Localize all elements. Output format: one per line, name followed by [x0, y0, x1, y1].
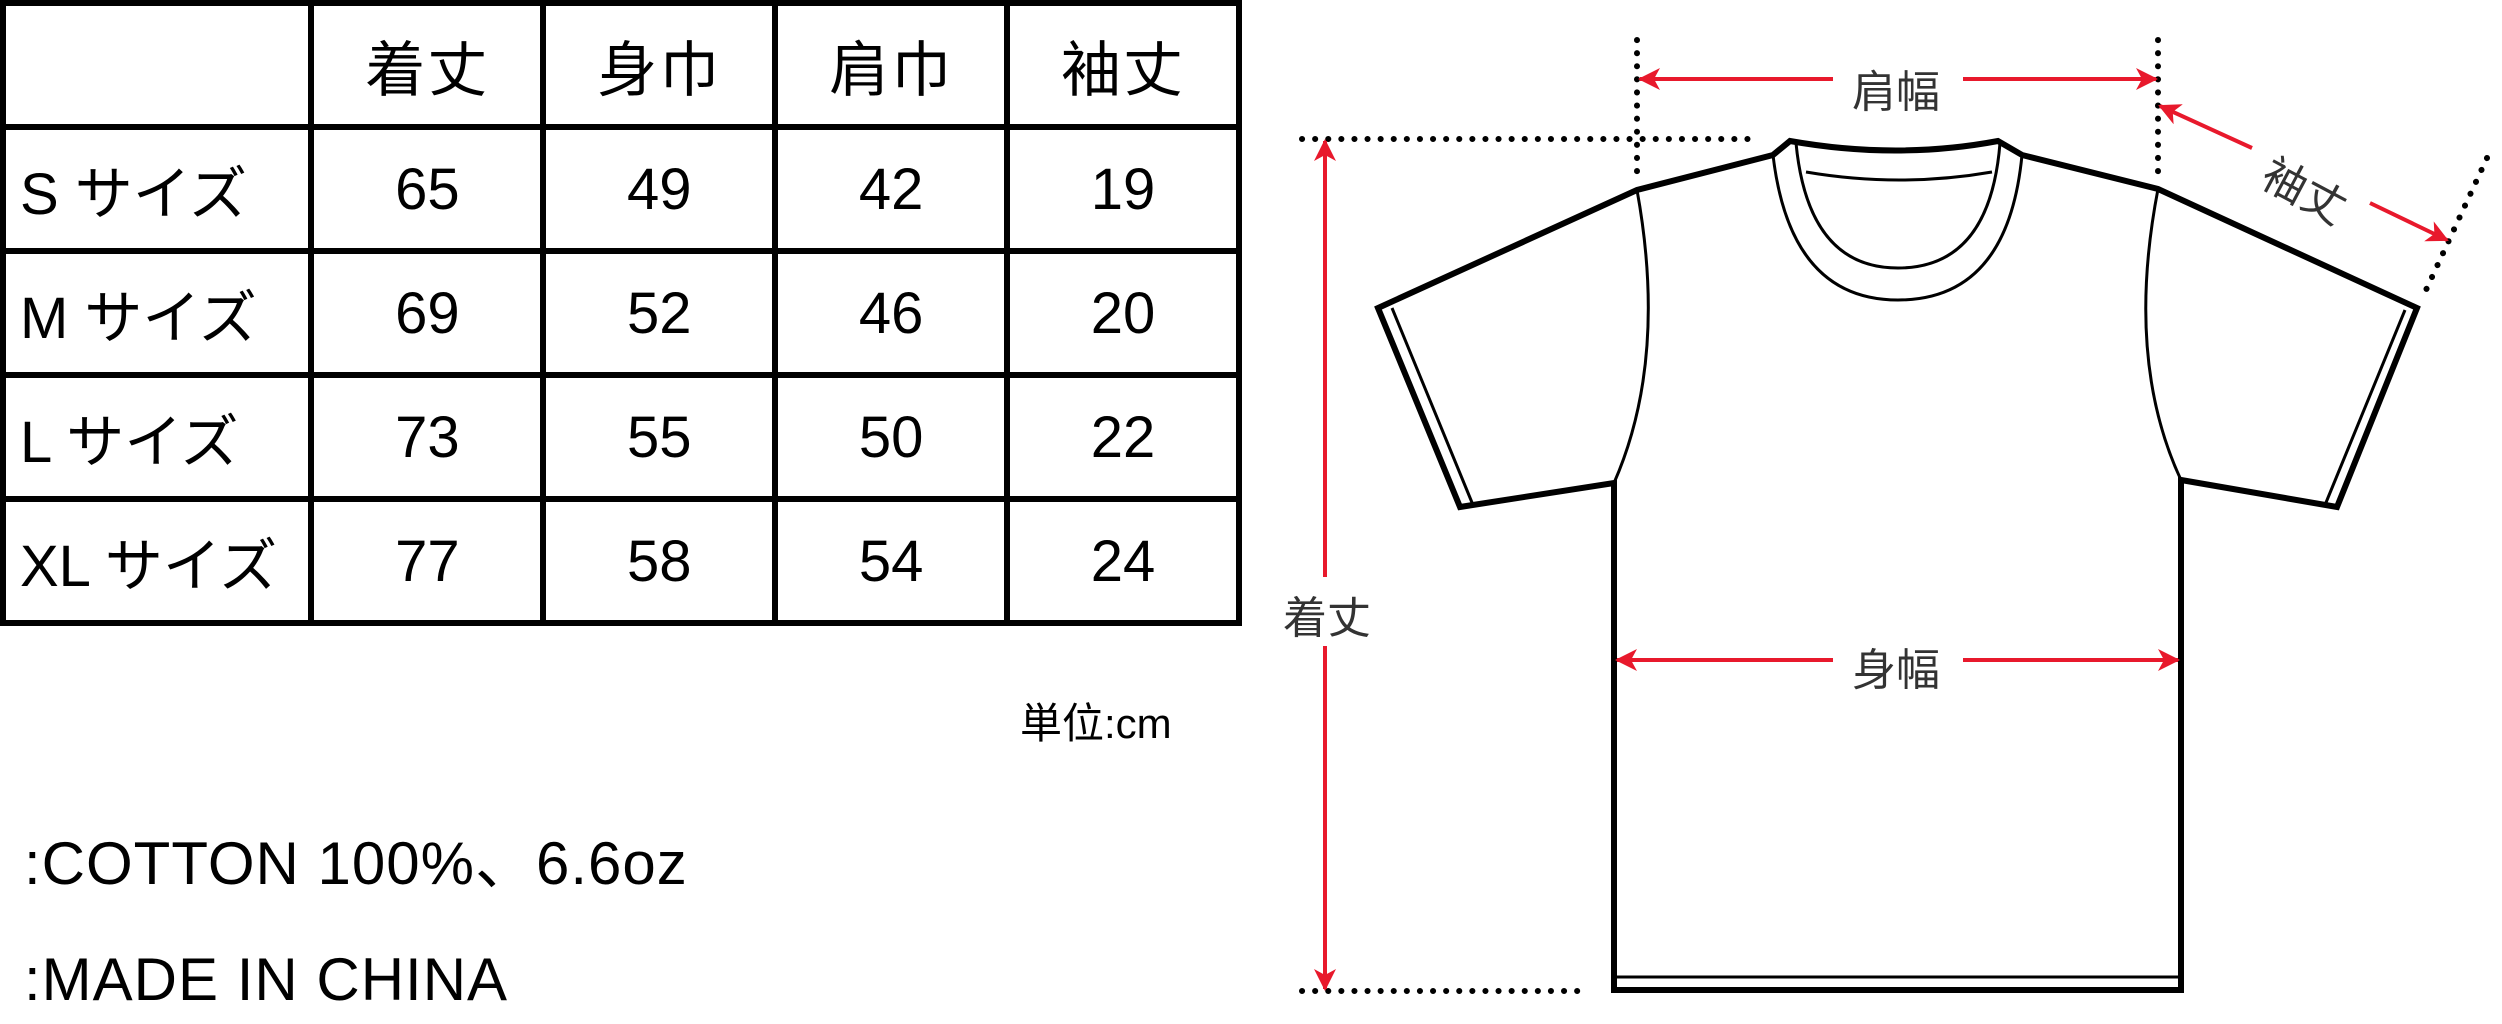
table-row: S サイズ 65 49 42 19 — [0, 124, 1242, 254]
size-table: 着丈 身巾 肩巾 袖丈 S サイズ 65 49 42 19 M サイズ 69 5… — [0, 0, 1242, 626]
table-row: L サイズ 73 55 50 22 — [0, 372, 1242, 502]
tshirt-body — [1374, 137, 2421, 993]
cell-value: 24 — [1004, 496, 1242, 626]
row-label: M サイズ — [0, 248, 315, 378]
cell-value: 52 — [540, 248, 779, 378]
collar-outer — [1771, 154, 2024, 302]
cell-value: 49 — [540, 124, 779, 254]
cell-value: 20 — [1004, 248, 1242, 378]
header-body-width: 身巾 — [540, 0, 779, 130]
table-row: M サイズ 69 52 46 20 — [0, 248, 1242, 378]
cell-value: 65 — [308, 124, 547, 254]
cell-value: 42 — [772, 124, 1011, 254]
cell-value: 46 — [772, 248, 1011, 378]
cell-value: 55 — [540, 372, 779, 502]
cell-value: 77 — [308, 496, 547, 626]
shoulder-width-label: 肩幅 — [1852, 67, 1940, 118]
collar-inner — [1794, 142, 2002, 270]
cell-value: 73 — [308, 372, 547, 502]
material-spec: :COTTON 100%、6.6oz — [24, 830, 688, 897]
header-corner — [0, 0, 315, 130]
table-row: XL サイズ 77 58 54 24 — [0, 496, 1242, 626]
row-label: L サイズ — [0, 372, 315, 502]
unit-label: 単位:cm — [1020, 700, 1172, 747]
cell-value: 54 — [772, 496, 1011, 626]
body-width-label: 身幅 — [1852, 645, 1940, 696]
tshirt-outline — [1374, 137, 2421, 993]
cell-value: 19 — [1004, 124, 1242, 254]
sleeve-length-label: 袖丈 — [2253, 148, 2355, 236]
table-header-row: 着丈 身巾 肩巾 袖丈 — [0, 0, 1242, 130]
row-label: XL サイズ — [0, 496, 315, 626]
body-length-label: 着丈 — [1283, 593, 1371, 644]
sleeve-arrow-top — [2158, 104, 2253, 150]
origin-spec: :MADE IN CHINA — [24, 946, 509, 1013]
header-shoulder-width: 肩巾 — [772, 0, 1011, 130]
cell-value: 58 — [540, 496, 779, 626]
header-sleeve-length: 袖丈 — [1004, 0, 1242, 130]
collar-back — [1805, 170, 1993, 182]
header-body-length: 着丈 — [308, 0, 547, 130]
cell-value: 69 — [308, 248, 547, 378]
cell-value: 50 — [772, 372, 1011, 502]
row-label: S サイズ — [0, 124, 315, 254]
measurement-arrows — [1314, 68, 2449, 991]
cell-value: 22 — [1004, 372, 1242, 502]
sleeve-arrow-bottom — [2369, 201, 2449, 242]
